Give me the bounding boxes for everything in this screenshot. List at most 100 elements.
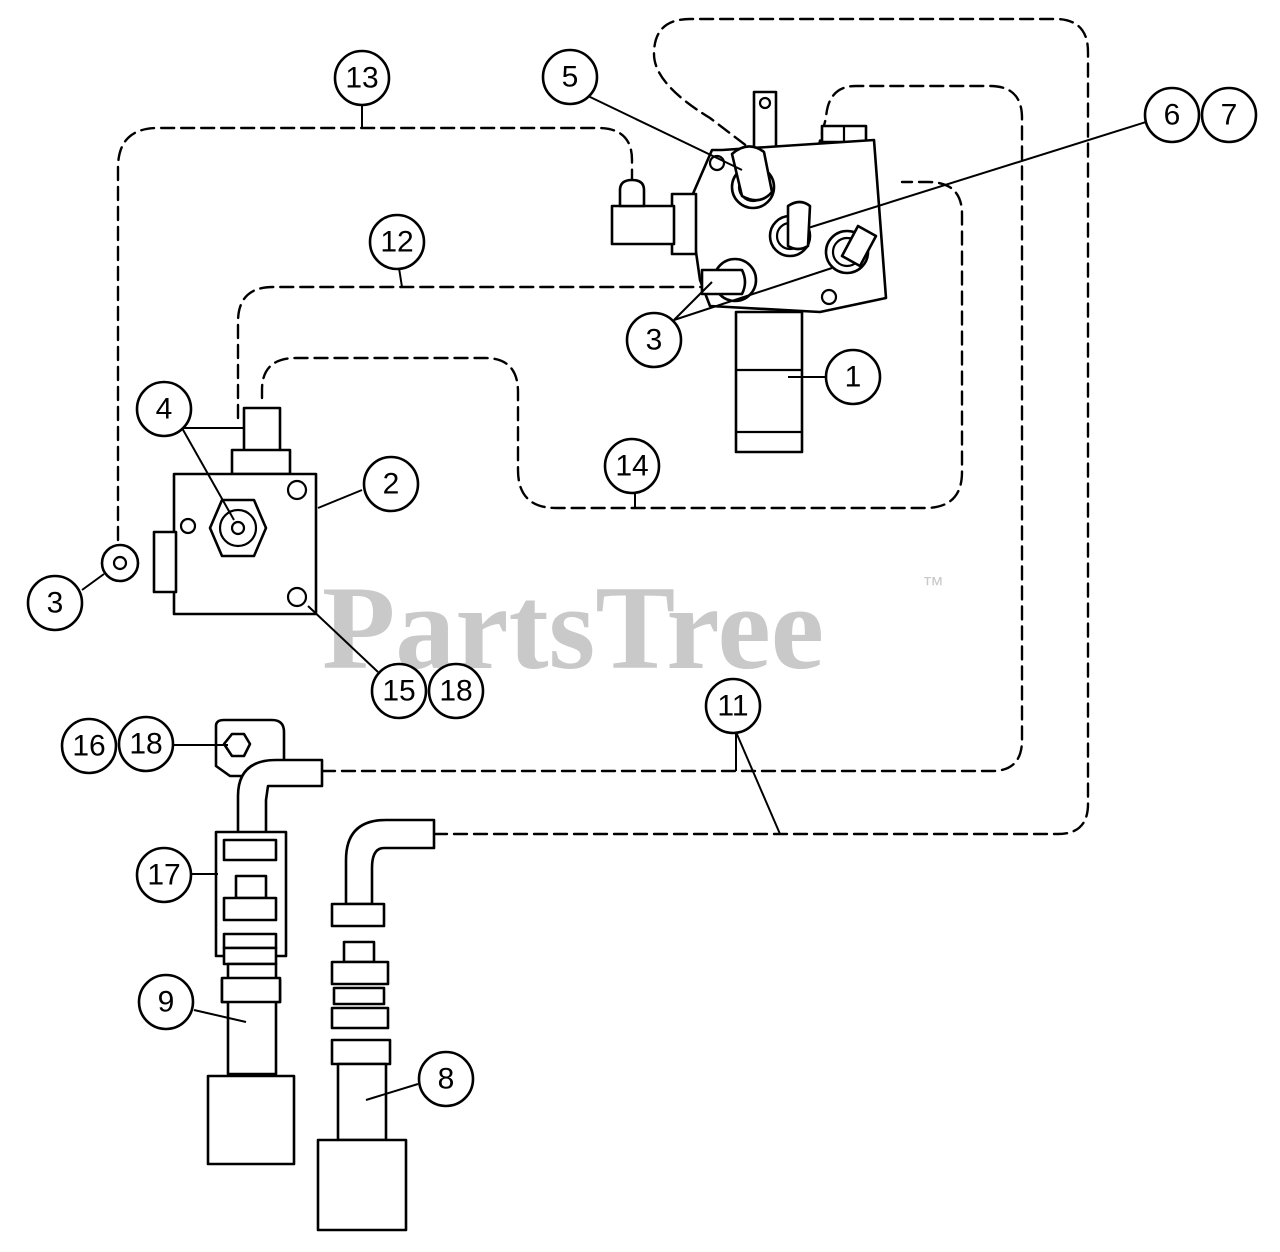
- leader-2: [317, 489, 363, 509]
- callout-11: 11: [704, 677, 762, 735]
- callout-15: 15: [370, 662, 428, 720]
- valve-mounting-tab: [752, 90, 778, 150]
- relief-valve-block: [100, 406, 318, 616]
- elbow-fitting-right: [344, 818, 436, 906]
- callout-4-label: 4: [156, 393, 173, 426]
- valve-fitting-6: [786, 200, 812, 251]
- valve-body-hole-1: [708, 154, 726, 172]
- right-nut-3: [332, 986, 386, 1006]
- callout-16: 16: [60, 717, 118, 775]
- hose-8-body: [336, 1062, 388, 1142]
- leader-9: [193, 1009, 247, 1023]
- block-top-fitting-stem: [242, 406, 282, 454]
- callout-8: 8: [417, 1050, 475, 1108]
- callout-3b-label: 3: [646, 324, 663, 357]
- leader-8: [365, 1083, 419, 1101]
- callout-18b: 18: [117, 715, 175, 773]
- leader-4b: [181, 427, 235, 521]
- callout-14: 14: [603, 437, 661, 495]
- block-top-fitting-nut: [230, 448, 292, 476]
- callout-13: 13: [333, 49, 391, 107]
- callout-15-label: 15: [382, 675, 415, 708]
- callout-9: 9: [137, 973, 195, 1031]
- callout-17: 17: [135, 846, 193, 904]
- nut-upper-3: [222, 932, 278, 950]
- callout-18a: 18: [427, 662, 485, 720]
- callout-1: 1: [824, 348, 882, 406]
- leader-5: [587, 95, 743, 171]
- block-adjuster-center: [230, 520, 246, 536]
- valve-side-elbow-cap: [618, 178, 646, 208]
- leader-3b-2: [673, 267, 833, 321]
- hose-13: [116, 126, 634, 542]
- callout-6: 6: [1143, 86, 1201, 144]
- clamp-bolt-16: [222, 732, 252, 758]
- hose-9-end: [206, 1074, 296, 1166]
- valve-fitting-3: [700, 268, 747, 296]
- valve-fitting-5: [730, 145, 774, 202]
- nut-upper-4: [222, 946, 278, 966]
- callout-4: 4: [135, 380, 193, 438]
- block-side-fitting-1: [152, 530, 178, 594]
- leader-12: [398, 267, 403, 288]
- leader-11b: [735, 731, 781, 835]
- block-hole-3: [286, 586, 308, 608]
- callout-1-label: 1: [845, 361, 862, 394]
- valve-fitting-7: [840, 224, 878, 268]
- hose-14: [260, 180, 964, 510]
- callout-2-label: 2: [383, 468, 400, 501]
- lower-left-hose-assembly: [206, 718, 324, 1166]
- leader-15: [307, 605, 379, 673]
- callout-17-label: 17: [147, 859, 180, 892]
- callout-3a: 3: [26, 574, 84, 632]
- watermark-trademark: ™: [922, 572, 944, 597]
- valve-side-elbow-body: [610, 204, 676, 246]
- hose-12: [236, 285, 704, 420]
- callout-7-label: 7: [1221, 99, 1238, 132]
- valve-actuator: [734, 310, 804, 454]
- callout-5-label: 5: [562, 61, 579, 94]
- callout-7: 7: [1200, 86, 1258, 144]
- hose-8-end: [316, 1138, 408, 1232]
- leader-3b-1: [673, 281, 713, 321]
- callout-6-label: 6: [1164, 99, 1181, 132]
- block-side-elbow-inner: [112, 555, 128, 571]
- valve-tab-hole: [758, 96, 772, 110]
- callout-5: 5: [541, 48, 599, 106]
- fitting-mid: [234, 874, 268, 900]
- elbow-fitting-upper: [236, 758, 324, 842]
- right-nut-2: [330, 960, 390, 986]
- right-nut-5: [330, 1038, 392, 1066]
- nut-upper-2: [222, 896, 278, 922]
- callout-12-label: 12: [380, 226, 413, 259]
- callout-11-label: 11: [717, 690, 748, 723]
- block-adjuster-ring: [218, 508, 258, 548]
- right-nut-4: [330, 1006, 390, 1030]
- callout-13-label: 13: [345, 62, 378, 95]
- control-valve: [610, 90, 888, 454]
- lower-right-hose-assembly: [316, 818, 436, 1232]
- right-fitting-stem: [342, 940, 376, 964]
- hose-9-nut-a: [220, 976, 282, 1004]
- nut-upper-1: [222, 838, 278, 862]
- callout-3a-label: 3: [47, 587, 64, 620]
- leader-6-7: [807, 121, 1147, 229]
- callout-16-label: 16: [72, 730, 105, 763]
- callout-9-label: 9: [158, 986, 175, 1019]
- right-nut-1: [330, 902, 386, 928]
- block-adjuster-nut: [208, 498, 268, 558]
- valve-body-hole-2: [820, 288, 838, 306]
- block-hole-2: [179, 517, 197, 535]
- callout-3b: 3: [625, 311, 683, 369]
- leader-3a: [81, 573, 105, 591]
- callout-18a-label: 18: [439, 675, 472, 708]
- callout-12: 12: [368, 213, 426, 271]
- callout-14-label: 14: [615, 450, 648, 483]
- hoses: [116, 17, 1090, 836]
- hose-11-upper: [320, 84, 1024, 773]
- hose-11-lower: [432, 17, 1090, 836]
- valve-side-fitting: [670, 192, 698, 256]
- callout-8-label: 8: [438, 1063, 455, 1096]
- block-side-elbow: [100, 543, 140, 583]
